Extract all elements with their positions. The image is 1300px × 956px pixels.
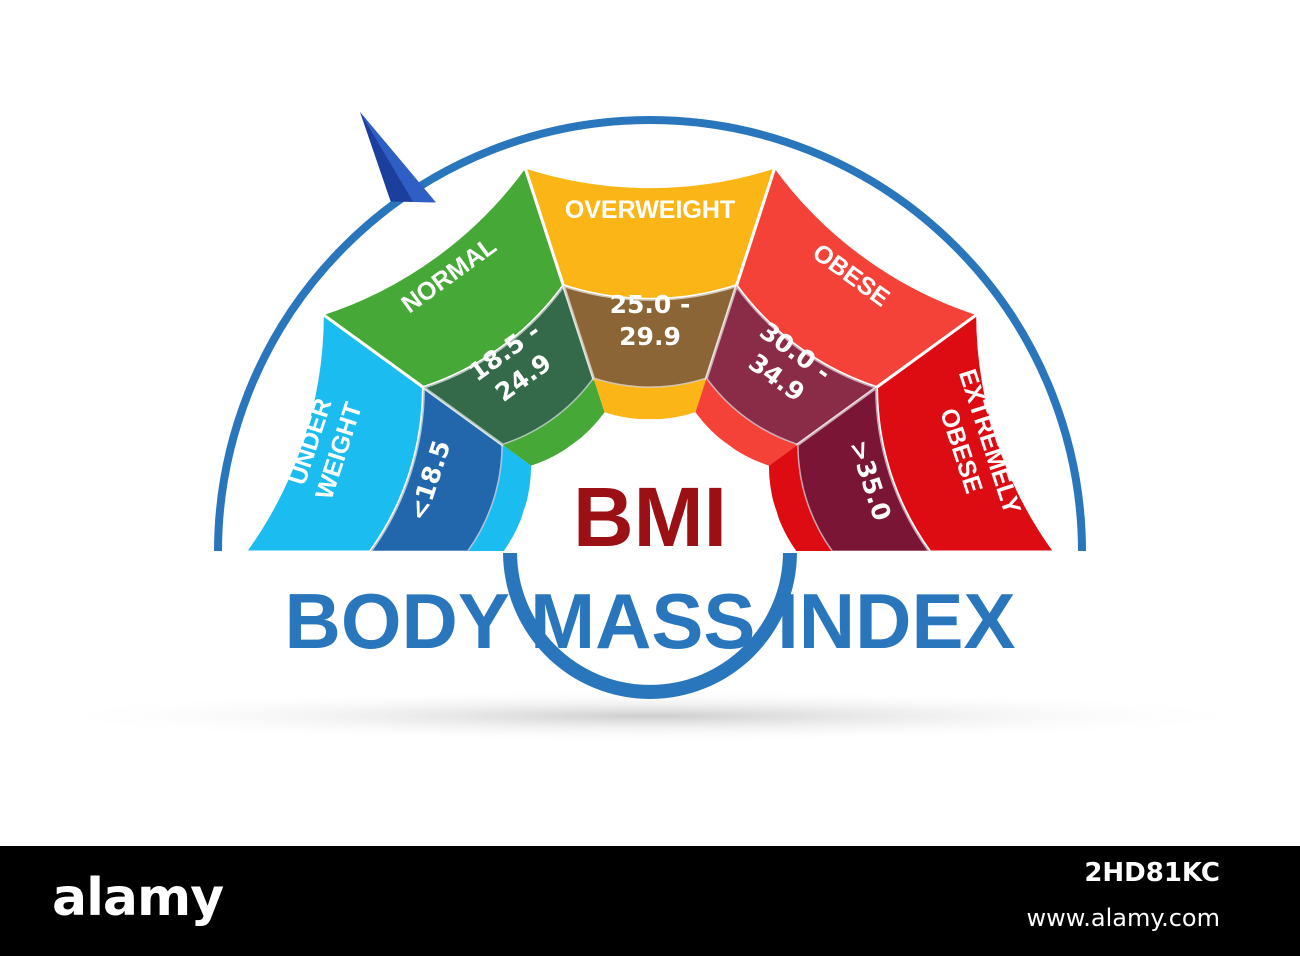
outer-ring: [214, 116, 1086, 553]
center-label: BMI: [573, 470, 727, 564]
watermark-footer: alamy 2HD81KC www.alamy.com: [0, 846, 1300, 956]
bmi-title: BODY MASS INDEX: [284, 577, 1015, 665]
segment-inner-band-underweight: [468, 445, 532, 552]
hub: [517, 419, 783, 552]
segment-range-overweight: 25.0 -29.9: [610, 290, 691, 351]
segment-inner-band-extremely-obese: [768, 445, 832, 552]
ground-shadow: [30, 690, 1270, 742]
brand-logo: alamy: [52, 868, 224, 928]
segment-inner-band-obese: [695, 378, 798, 466]
segment-label-overweight: OVERWEIGHT: [565, 196, 735, 224]
segment-inner-band-normal: [502, 378, 605, 466]
image-code: 2HD81KC: [1084, 858, 1220, 888]
segment-inner-band-overweight: [593, 378, 707, 420]
brand-url: www.alamy.com: [1026, 904, 1220, 932]
pointer-needle-icon: [360, 112, 436, 203]
